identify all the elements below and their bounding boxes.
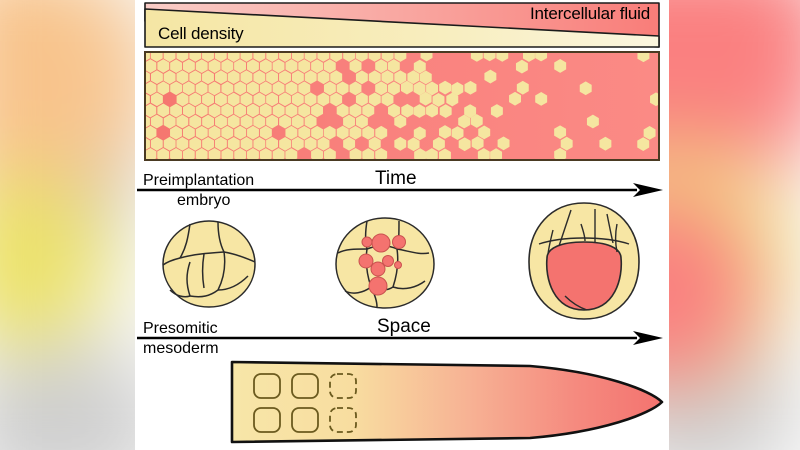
gradient-bars-group: Cell density Intercellular fluid: [144, 2, 660, 48]
cell-density-label: Cell density: [158, 24, 244, 43]
embryo-stage-early-cavitation: [333, 215, 437, 311]
hexagonal-cell-density-band: [144, 51, 660, 161]
intercellular-fluid-label: Intercellular fluid: [530, 4, 650, 23]
time-axis-label: Time: [375, 168, 417, 189]
figure-panel: Cell density Intercellular fluid Preimpl…: [135, 0, 669, 450]
time-arrow: [137, 183, 663, 197]
embryo-stage-blastocyst: [525, 200, 643, 322]
space-arrow: [137, 331, 663, 345]
preimplantation-label-line1: Preimplantation: [143, 172, 255, 189]
presomitic-mesoderm-tailbud: [230, 358, 665, 446]
preimplantation-label-line2: embryo: [177, 192, 231, 209]
presomitic-mesoderm-label-line2: mesoderm: [143, 340, 219, 357]
space-axis-label: Space: [377, 316, 431, 337]
cell-density-wedge: [144, 2, 660, 48]
embryo-stage-morula: [160, 218, 258, 310]
presomitic-mesoderm-label-line1: Presomitic: [143, 320, 218, 337]
